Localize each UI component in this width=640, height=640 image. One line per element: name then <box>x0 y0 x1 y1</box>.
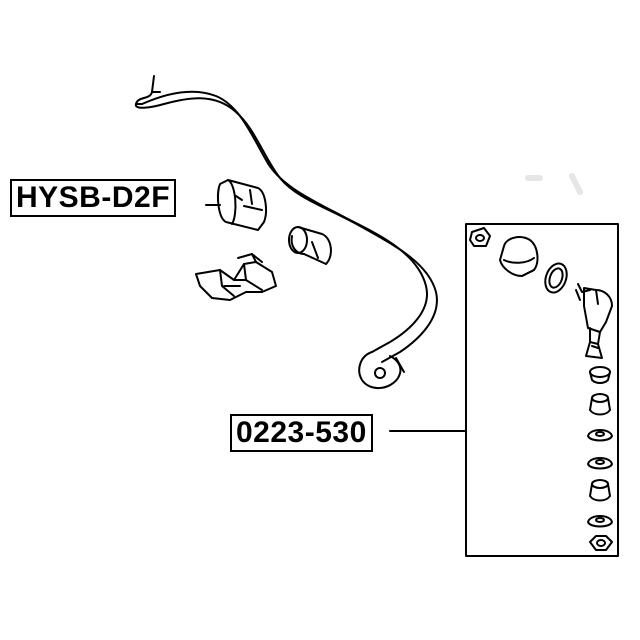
bushing-bracket <box>195 253 277 301</box>
nut-icon <box>469 227 491 247</box>
hex-nut-icon <box>589 535 613 551</box>
stabilizer-bushing <box>217 179 267 231</box>
retaining-ring <box>544 262 568 294</box>
cup-washer-1 <box>589 366 611 384</box>
dust-boot <box>499 236 539 277</box>
link-kit-frame <box>465 223 619 557</box>
stabilizer-bar <box>134 75 438 389</box>
cup-washer-2 <box>587 429 613 442</box>
stabilizer-link-parts <box>469 227 613 551</box>
cup-washer-4 <box>587 515 613 528</box>
part-number-label-bushing: HYSB-D2F <box>10 179 177 217</box>
ball-joint-link <box>575 283 613 359</box>
stabilizer-bushing-2 <box>288 226 332 265</box>
rubber-bushing-1 <box>589 393 611 416</box>
background-smudge <box>525 173 583 195</box>
part-number-label-link: 0223-530 <box>230 414 373 452</box>
cup-washer-3 <box>587 457 613 470</box>
rubber-bushing-2 <box>589 479 611 502</box>
